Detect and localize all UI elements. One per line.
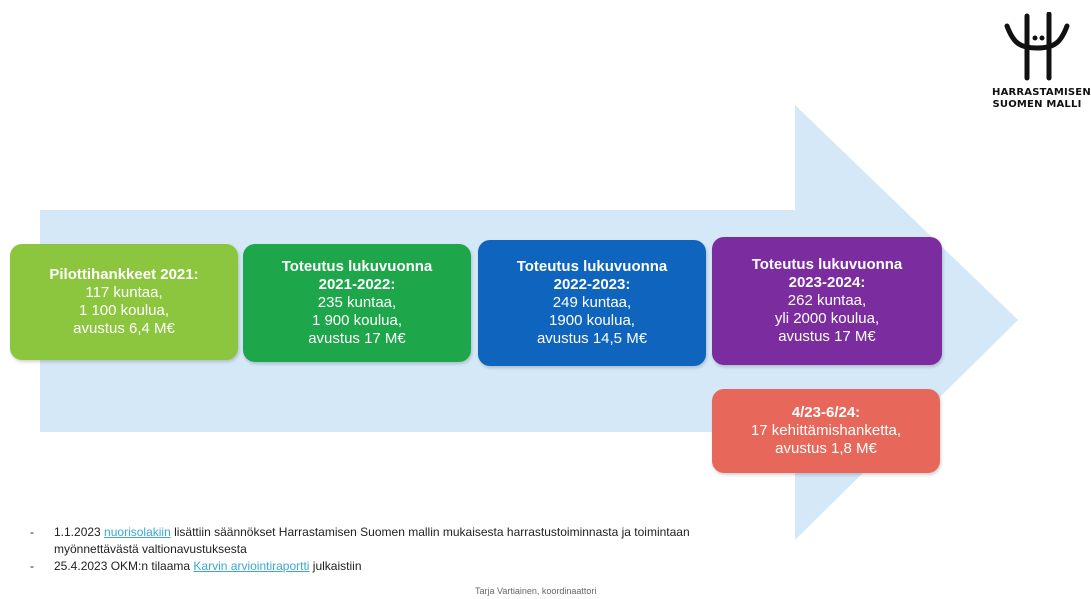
box-pilot-line3: avustus 6,4 M€ xyxy=(73,320,175,337)
box-2023-2024-line2: yli 2000 koulua, xyxy=(774,310,880,327)
note-text-before: 25.4.2023 OKM:n tilaama xyxy=(54,559,194,573)
box-2022-2023-title: Toteutus lukuvuonna 2022-2023: xyxy=(516,258,668,293)
box-2021-2022-line2: 1 900 koulua, xyxy=(311,312,403,329)
logo-text-line2: SUOMEN MALLI xyxy=(992,99,1082,110)
box-2022-2023-line2: 1900 koulua, xyxy=(549,312,635,329)
box-development-projects: 4/23-6/24: 17 kehittämishanketta, avustu… xyxy=(712,389,940,473)
note-text-after: julkaistiin xyxy=(309,559,362,573)
link-nuorisolaki[interactable]: nuorisolakiin xyxy=(104,525,171,539)
box-2023-2024-title: Toteutus lukuvuonna 2023-2024: xyxy=(751,256,903,291)
note-dash: - xyxy=(30,525,34,539)
logo: HARRASTAMISEN SUOMEN MALLI xyxy=(992,11,1091,111)
footer-author: Tarja Vartiainen, koordinaattori xyxy=(475,586,597,596)
box-2021-2022-line1: 235 kuntaa, xyxy=(317,294,397,311)
box-pilot-2021: Pilottihankkeet 2021: 117 kuntaa, 1 100 … xyxy=(10,244,238,360)
box-development-line2: avustus 1,8 M€ xyxy=(775,440,877,457)
box-development-title: 4/23-6/24: xyxy=(791,404,861,421)
note-item: - 25.4.2023 OKM:n tilaama Karvin arvioin… xyxy=(30,558,694,575)
logo-mark-icon xyxy=(1004,11,1070,81)
box-pilot-line2: 1 100 koulua, xyxy=(78,302,170,319)
note-item: - 1.1.2023 nuorisolakiin lisättiin säänn… xyxy=(30,524,694,558)
box-2023-2024-line3: avustus 17 M€ xyxy=(778,328,876,345)
note-text-after: lisättiin säännökset Harrastamisen Suome… xyxy=(54,525,690,556)
box-2023-2024-line1: 262 kuntaa, xyxy=(787,292,867,309)
notes-list: - 1.1.2023 nuorisolakiin lisättiin säänn… xyxy=(30,524,694,575)
box-2022-2023-line1: 249 kuntaa, xyxy=(552,294,632,311)
box-pilot-title: Pilottihankkeet 2021: xyxy=(49,266,199,283)
link-karvi-report[interactable]: Karvin arviointiraportti xyxy=(193,559,310,573)
note-text-before: 1.1.2023 xyxy=(54,525,105,539)
box-2023-2024: Toteutus lukuvuonna 2023-2024: 262 kunta… xyxy=(712,237,942,365)
box-2021-2022: Toteutus lukuvuonna 2021-2022: 235 kunta… xyxy=(243,244,471,362)
box-2021-2022-line3: avustus 17 M€ xyxy=(308,330,406,347)
box-development-line1: 17 kehittämishanketta, xyxy=(750,422,902,439)
box-2022-2023: Toteutus lukuvuonna 2022-2023: 249 kunta… xyxy=(478,240,706,366)
box-2022-2023-line3: avustus 14,5 M€ xyxy=(536,330,648,347)
box-2021-2022-title: Toteutus lukuvuonna 2021-2022: xyxy=(281,258,433,293)
logo-text-line1: HARRASTAMISEN xyxy=(992,87,1091,98)
box-pilot-line1: 117 kuntaa, xyxy=(85,284,163,301)
note-dash: - xyxy=(30,559,34,573)
